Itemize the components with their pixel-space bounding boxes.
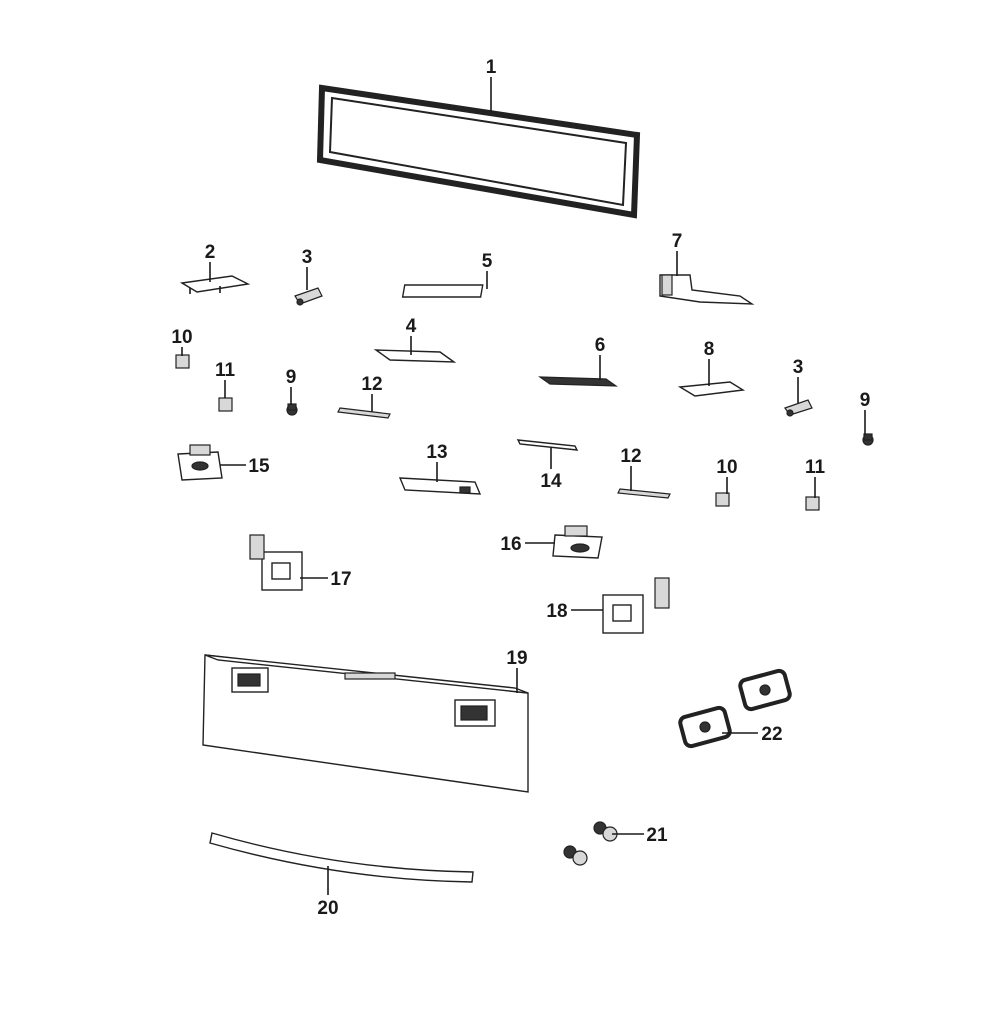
part-5-pad xyxy=(401,284,484,298)
callout-14: 14 xyxy=(540,471,562,492)
callout-20: 20 xyxy=(317,898,338,919)
part-3-bracket-right xyxy=(784,399,813,417)
part-19-door-panel xyxy=(202,654,529,793)
part-2-cover xyxy=(179,275,251,294)
part-18-bracket xyxy=(602,577,670,634)
part-9-screw xyxy=(286,403,298,416)
part-22-gaskets xyxy=(678,668,792,749)
part-20-handle xyxy=(209,832,474,883)
callout-12: 12 xyxy=(361,374,382,395)
part-10-clip-right xyxy=(715,492,730,507)
part-17-bracket xyxy=(249,534,303,591)
callout-3: 3 xyxy=(302,247,313,268)
callout-9: 9 xyxy=(286,367,297,388)
part-9-screw-right xyxy=(862,433,874,446)
callout-9-right: 9 xyxy=(860,390,871,411)
part-13-board xyxy=(398,477,482,495)
callout-5: 5 xyxy=(482,251,493,272)
callout-19: 19 xyxy=(506,648,527,669)
callout-13: 13 xyxy=(426,442,447,463)
callout-11-right: 11 xyxy=(805,457,826,478)
callout-3-right: 3 xyxy=(793,357,804,378)
callout-21: 21 xyxy=(646,825,668,846)
part-11-clip-right xyxy=(805,496,820,511)
part-6-plate xyxy=(538,376,618,387)
callout-8: 8 xyxy=(704,339,715,360)
part-3-bracket xyxy=(294,287,323,306)
part-4-pad xyxy=(373,349,457,363)
callout-labels: 1 2 3 5 7 10 4 6 8 3 11 9 12 9 15 13 14 … xyxy=(171,57,870,919)
callout-12-right: 12 xyxy=(620,446,641,467)
callout-22: 22 xyxy=(761,724,782,745)
callout-16: 16 xyxy=(500,534,521,555)
leader-lines xyxy=(181,77,866,895)
part-1-gasket-frame xyxy=(316,84,641,219)
callout-1: 1 xyxy=(486,57,497,78)
part-14-bar xyxy=(516,439,579,451)
part-8-cover xyxy=(677,381,746,397)
callout-2: 2 xyxy=(205,242,216,263)
part-16-hinge xyxy=(552,525,603,559)
callout-6: 6 xyxy=(595,335,606,356)
part-11-clip xyxy=(218,397,233,412)
callout-11: 11 xyxy=(215,360,236,381)
part-15-hinge xyxy=(177,444,223,481)
callout-4: 4 xyxy=(406,316,417,337)
part-10-clip xyxy=(175,354,190,369)
callout-18: 18 xyxy=(546,601,567,622)
part-7-duct xyxy=(659,274,755,305)
callout-7: 7 xyxy=(672,231,683,252)
part-21-screws xyxy=(563,821,618,866)
part-12-strip xyxy=(337,407,391,419)
callout-10-right: 10 xyxy=(716,457,737,478)
callout-15: 15 xyxy=(248,456,270,477)
callout-10: 10 xyxy=(171,327,192,348)
part-12-strip-right xyxy=(617,488,671,499)
callout-17: 17 xyxy=(330,569,351,590)
